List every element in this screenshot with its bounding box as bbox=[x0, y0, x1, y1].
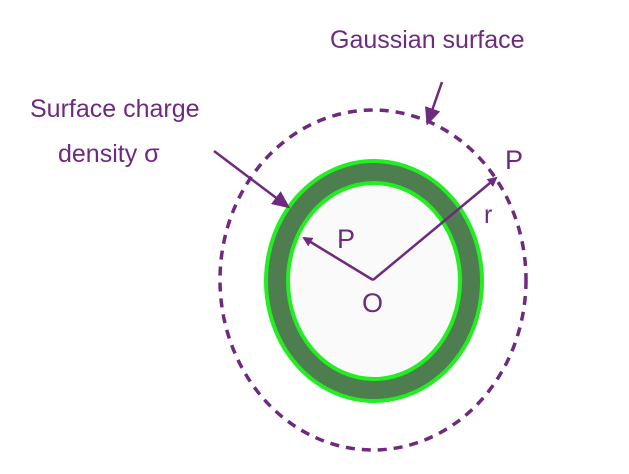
radius-label: r bbox=[484, 201, 492, 229]
surface-charge-label-line2: density σ bbox=[58, 140, 160, 168]
charge-density-pointer-arrow bbox=[213, 150, 291, 209]
gaussian-pointer-arrow bbox=[425, 81, 444, 126]
center-label: O bbox=[362, 288, 383, 318]
surface-charge-label-line1: Surface charge bbox=[30, 95, 200, 123]
inner-radius-arrow bbox=[302, 236, 374, 282]
outer-point-label: P bbox=[505, 145, 523, 175]
outer-radius-arrow bbox=[372, 176, 498, 281]
gaussian-surface-label: Gaussian surface bbox=[330, 26, 525, 54]
inner-point-label: P bbox=[337, 224, 355, 254]
shell-interior bbox=[286, 181, 462, 381]
gaussian-surface bbox=[218, 108, 528, 452]
